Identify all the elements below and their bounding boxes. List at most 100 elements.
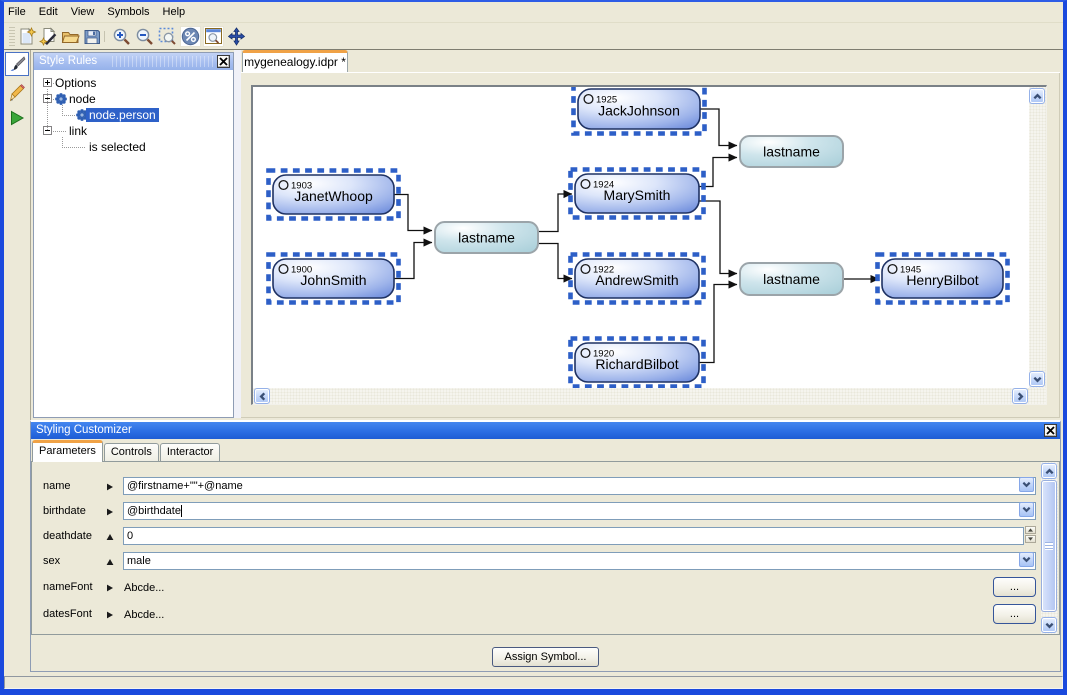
save-icon[interactable] xyxy=(81,26,102,47)
person-node[interactable]: 1922 AndrewSmith xyxy=(568,252,706,305)
menu-symbols[interactable]: Symbols xyxy=(107,6,150,18)
tab-parameters[interactable]: Parameters xyxy=(32,440,103,462)
family-node[interactable]: lastname xyxy=(434,221,539,254)
style-rules-title: Style Rules xyxy=(39,55,98,67)
zoom-out-icon[interactable] xyxy=(134,26,155,47)
svg-text:JohnSmith: JohnSmith xyxy=(300,272,366,288)
menu-file[interactable]: File xyxy=(8,6,26,18)
person-node[interactable]: 1925 JackJohnson xyxy=(571,87,707,136)
arrow-right-icon[interactable] xyxy=(106,482,114,491)
birthdate-dropdown-icon[interactable] xyxy=(1019,502,1034,517)
tree-label[interactable]: is selected xyxy=(89,140,146,154)
tree-label[interactable]: node xyxy=(69,92,96,106)
editor-area: mygenealogy.idpr * lastname lastname las… xyxy=(241,50,1060,418)
diagram-link[interactable] xyxy=(538,242,573,283)
diagram-link[interactable] xyxy=(394,238,433,280)
namefont-ellipsis-button[interactable]: ... xyxy=(993,577,1036,597)
scroll-left-icon[interactable] xyxy=(254,388,270,404)
arrow-up-icon[interactable] xyxy=(106,532,114,540)
menu-edit[interactable]: Edit xyxy=(38,6,58,18)
menu-help[interactable]: Help xyxy=(162,6,186,18)
svg-text:AndrewSmith: AndrewSmith xyxy=(595,272,678,288)
horizontal-scrollbar[interactable] xyxy=(253,388,1046,404)
diagram-link[interactable] xyxy=(699,153,738,188)
close-icon[interactable] xyxy=(1044,424,1057,437)
name-dropdown-icon[interactable] xyxy=(1019,477,1034,492)
new-wizard-icon[interactable] xyxy=(38,26,59,47)
scroll-right-icon[interactable] xyxy=(1012,388,1028,404)
scrollbar-thumb[interactable] xyxy=(1041,480,1057,612)
sex-field[interactable]: male xyxy=(123,552,1036,570)
document-tab[interactable]: mygenealogy.idpr * xyxy=(242,50,348,72)
arrow-right-icon[interactable] xyxy=(106,610,114,619)
vertical-scrollbar[interactable] xyxy=(1029,87,1046,388)
tab-interactor[interactable]: Interactor xyxy=(159,443,221,462)
sex-dropdown-icon[interactable] xyxy=(1019,552,1034,567)
name-field[interactable]: @firstname+""+@name xyxy=(123,477,1036,495)
toolbar xyxy=(4,22,1063,49)
edit-pencil-button[interactable] xyxy=(5,81,29,105)
datesfont-sample: Abcde... xyxy=(124,609,165,621)
zoom-region-icon[interactable] xyxy=(157,26,178,47)
person-node[interactable]: 1903 JanetWhoop xyxy=(266,168,401,221)
arrow-up-icon[interactable] xyxy=(106,557,114,565)
panel-splitter[interactable] xyxy=(234,50,241,418)
run-play-button[interactable] xyxy=(5,106,29,130)
side-toolbar xyxy=(4,50,31,672)
tree-label[interactable]: link xyxy=(69,124,88,138)
diagram-link[interactable] xyxy=(699,200,738,278)
tree-connector xyxy=(47,89,48,131)
fit-view-icon[interactable] xyxy=(203,26,224,47)
tree-label[interactable]: node.person xyxy=(86,108,159,122)
open-icon[interactable] xyxy=(60,26,81,47)
arrow-right-icon[interactable] xyxy=(106,583,114,592)
menu-view[interactable]: View xyxy=(70,6,95,18)
selection-border xyxy=(568,252,706,305)
family-node[interactable]: lastname xyxy=(739,262,844,296)
family-node[interactable]: lastname xyxy=(739,135,844,168)
scroll-down-icon[interactable] xyxy=(1029,371,1045,387)
diagram-link[interactable] xyxy=(394,193,433,235)
tree-connector xyxy=(62,115,76,116)
scroll-up-icon[interactable] xyxy=(1041,463,1057,479)
selection-border xyxy=(266,252,401,305)
zoom-in-icon[interactable] xyxy=(111,26,132,47)
scroll-up-icon[interactable] xyxy=(1029,88,1045,104)
diagram-link[interactable] xyxy=(699,280,738,364)
tree-connector xyxy=(53,131,67,132)
new-document-icon[interactable] xyxy=(17,26,38,47)
deathdate-spin-up-icon[interactable] xyxy=(1025,526,1036,534)
person-node[interactable]: 1924 MarySmith xyxy=(568,167,706,220)
arrow-right-icon[interactable] xyxy=(106,507,114,516)
svg-text:lastname: lastname xyxy=(458,230,515,246)
scroll-down-icon[interactable] xyxy=(1041,617,1057,633)
zoom-percent-icon[interactable] xyxy=(180,26,201,47)
datesfont-ellipsis-button[interactable]: ... xyxy=(993,604,1036,624)
birthdate-field[interactable]: @birthdate xyxy=(123,502,1036,520)
svg-text:lastname: lastname xyxy=(763,271,820,287)
close-icon[interactable] xyxy=(217,55,230,68)
svg-text:1920: 1920 xyxy=(593,349,614,360)
svg-text:1945: 1945 xyxy=(900,265,921,276)
tab-controls[interactable]: Controls xyxy=(103,443,159,462)
person-node[interactable]: 1900 JohnSmith xyxy=(266,252,401,305)
field-label-datesfont: datesFont xyxy=(43,608,92,620)
tree-label[interactable]: Options xyxy=(55,76,97,90)
form-vertical-scrollbar[interactable] xyxy=(1041,462,1058,634)
selection-border xyxy=(571,87,707,136)
pan-icon[interactable] xyxy=(226,26,247,47)
namefont-sample: Abcde... xyxy=(124,582,165,594)
tree-connector xyxy=(62,137,63,147)
assign-symbol-button[interactable]: Assign Symbol... xyxy=(492,647,599,667)
person-node[interactable]: 1920 RichardBilbot xyxy=(568,336,706,388)
toolbar-drag-handle[interactable] xyxy=(9,27,15,46)
style-brush-button[interactable] xyxy=(5,52,29,76)
tree-connector xyxy=(53,99,55,100)
diagram-link[interactable] xyxy=(700,108,738,150)
deathdate-field[interactable]: 0 xyxy=(123,527,1024,545)
person-node[interactable]: 1945 HenryBilbot xyxy=(875,252,1010,305)
deathdate-spin-down-icon[interactable] xyxy=(1025,535,1036,543)
diagram-canvas[interactable]: lastname lastname lastname 1925 JackJohn… xyxy=(253,87,1029,388)
expand-icon[interactable] xyxy=(43,78,52,87)
diagram-link[interactable] xyxy=(538,189,573,233)
